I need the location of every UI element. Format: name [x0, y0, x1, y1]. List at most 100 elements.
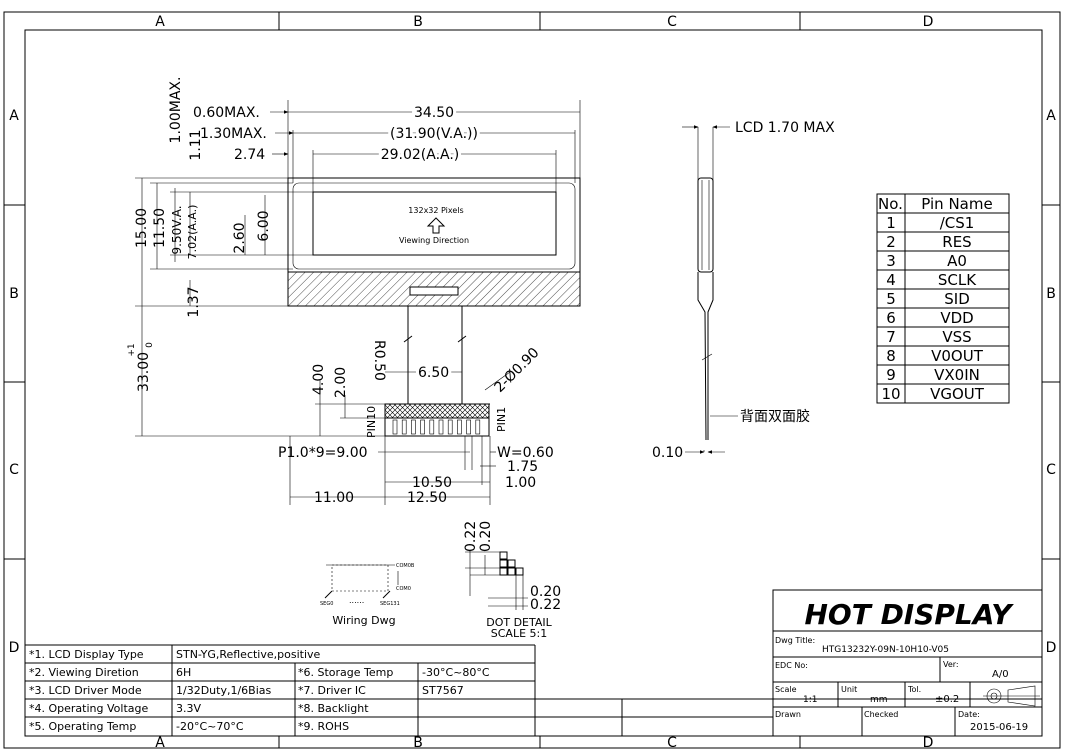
- col-label-top-c: C: [667, 14, 677, 30]
- pin-number: 10: [881, 385, 900, 403]
- fpc-finger: [447, 419, 453, 435]
- col-label-top-a: A: [155, 14, 165, 30]
- lcd-active-area: [312, 191, 557, 256]
- pin-name: VSS: [942, 328, 971, 346]
- dim-r050: R0.50: [371, 340, 387, 381]
- spec-label: *7. Driver IC: [298, 684, 366, 697]
- dim-111: 1.11: [188, 129, 204, 160]
- spec-value: -20°C~70°C: [176, 720, 244, 733]
- dim-3300: 33.00: [136, 352, 152, 392]
- tape-note: 背面双面胶: [740, 408, 810, 425]
- scale-value: 1:1: [803, 695, 817, 705]
- dim-lcd-max: LCD 1.70 MAX: [735, 120, 835, 136]
- col-label-top-d: D: [923, 14, 934, 30]
- lcd-front-view: 132x32 Pixels Viewing Direction: [287, 177, 581, 307]
- pin10-label: PIN10: [365, 406, 378, 438]
- date-value: 2015-06-19: [970, 722, 1028, 733]
- pin-number: 4: [886, 271, 896, 289]
- fpc-finger: [466, 419, 471, 435]
- spec-label: *3. LCD Driver Mode: [29, 684, 142, 697]
- drawn-label: Drawn: [775, 710, 801, 719]
- row-label-left-b: B: [9, 286, 19, 302]
- fpc-finger: [475, 419, 481, 435]
- unit-label: Unit: [841, 685, 857, 694]
- brand-logo: HOT DISPLAY: [804, 598, 1014, 631]
- lcd-viewing-area: [292, 182, 576, 270]
- col-label-bottom-d: D: [923, 735, 934, 751]
- dim-650: 6.50: [418, 365, 449, 381]
- dim-010: 0.10: [652, 445, 683, 461]
- row-label-right-d: D: [1046, 640, 1057, 656]
- wiring-seg-right: SEG131: [380, 601, 400, 607]
- dim-260: 2.60: [232, 222, 248, 253]
- wiring-com-bottom: COM0: [396, 586, 411, 592]
- pin-number: 6: [886, 309, 896, 327]
- viewing-direction-label: Viewing Direction: [399, 236, 469, 245]
- dim-1500: 15.00: [134, 208, 150, 248]
- dim-pitch: P1.0*9=9.00: [278, 445, 368, 461]
- spec-value: ST7567: [422, 684, 464, 697]
- pin-name: SID: [944, 290, 970, 308]
- spec-value: STN-YG,Reflective,positive: [176, 648, 321, 661]
- spec-value: 3.3V: [176, 702, 201, 715]
- spec-value: -30°C~80°C: [422, 666, 490, 679]
- dim-2902: 29.02(A.A.): [381, 147, 460, 163]
- dim-060max: 0.60MAX.: [193, 105, 260, 121]
- ver-label: Ver:: [943, 660, 959, 669]
- dim-130max: 1.30MAX.: [200, 126, 267, 142]
- dim-022a: 0.22: [463, 521, 479, 552]
- dim-3450: 34.50: [414, 105, 454, 121]
- row-label-left-c: C: [9, 462, 19, 478]
- pin-name: RES: [942, 233, 971, 251]
- viewing-direction-arrow-icon: [426, 217, 446, 234]
- pin-number: 3: [886, 252, 896, 270]
- pin-number: 2: [886, 233, 896, 251]
- pin-name: A0: [947, 252, 967, 270]
- pin1-label: PIN1: [495, 407, 508, 432]
- pixels-label: 132x32 Pixels: [408, 206, 463, 215]
- dwg-title: HTG13232Y-09N-10H10-V05: [822, 645, 949, 655]
- unit-value: mm: [870, 695, 888, 705]
- dim-100: 1.00: [505, 475, 536, 491]
- pin-name: VGOUT: [930, 385, 985, 403]
- dim-3190: (31.90(V.A.)): [390, 126, 478, 142]
- dot-detail-scale: SCALE 5:1: [491, 627, 547, 640]
- ver-value: A/0: [992, 669, 1009, 680]
- pin-table-header-no: No.: [878, 195, 903, 213]
- wiring-diagram: [324, 564, 399, 599]
- row-label-right-c: C: [1046, 462, 1056, 478]
- pin-number: 8: [886, 347, 896, 365]
- ic-slot: [409, 286, 459, 296]
- spec-label: *2. Viewing Diretion: [29, 666, 139, 679]
- dim-w060: W=0.60: [497, 445, 554, 461]
- edc-label: EDC No:: [775, 661, 808, 670]
- tol-label: Tol.: [907, 685, 921, 694]
- wiring-seg-left: SEG0: [320, 601, 333, 607]
- dim-1150: 11.50: [152, 208, 168, 248]
- left-dimensions: [135, 177, 385, 437]
- spec-value: 6H: [176, 666, 191, 679]
- spec-label: *4. Operating Voltage: [29, 702, 148, 715]
- pin-name: SCLK: [938, 271, 977, 289]
- top-dimensions: [270, 100, 581, 192]
- pin-name: /CS1: [940, 214, 975, 232]
- wiring-label: Wiring Dwg: [332, 614, 395, 627]
- dim-1100: 11.00: [314, 490, 354, 506]
- sheet-frame: [3, 11, 1061, 749]
- fpc-contacts: [384, 417, 490, 437]
- tol-value: ±0.2: [935, 694, 959, 705]
- pin-number: 7: [886, 328, 896, 346]
- dim-1250: 12.50: [407, 490, 447, 506]
- col-label-bottom-a: A: [155, 735, 165, 751]
- pin-number: 1: [886, 214, 896, 232]
- pin-name: V0OUT: [931, 347, 984, 365]
- spec-label: *8. Backlight: [298, 702, 369, 715]
- pin-name: VX0IN: [934, 366, 980, 384]
- dim-950: 9.50V.A.: [170, 205, 184, 254]
- scale-label: Scale: [775, 685, 797, 694]
- dim-274: 2.74: [234, 147, 265, 163]
- row-label-right-b: B: [1046, 286, 1056, 302]
- stiffener: [384, 403, 490, 419]
